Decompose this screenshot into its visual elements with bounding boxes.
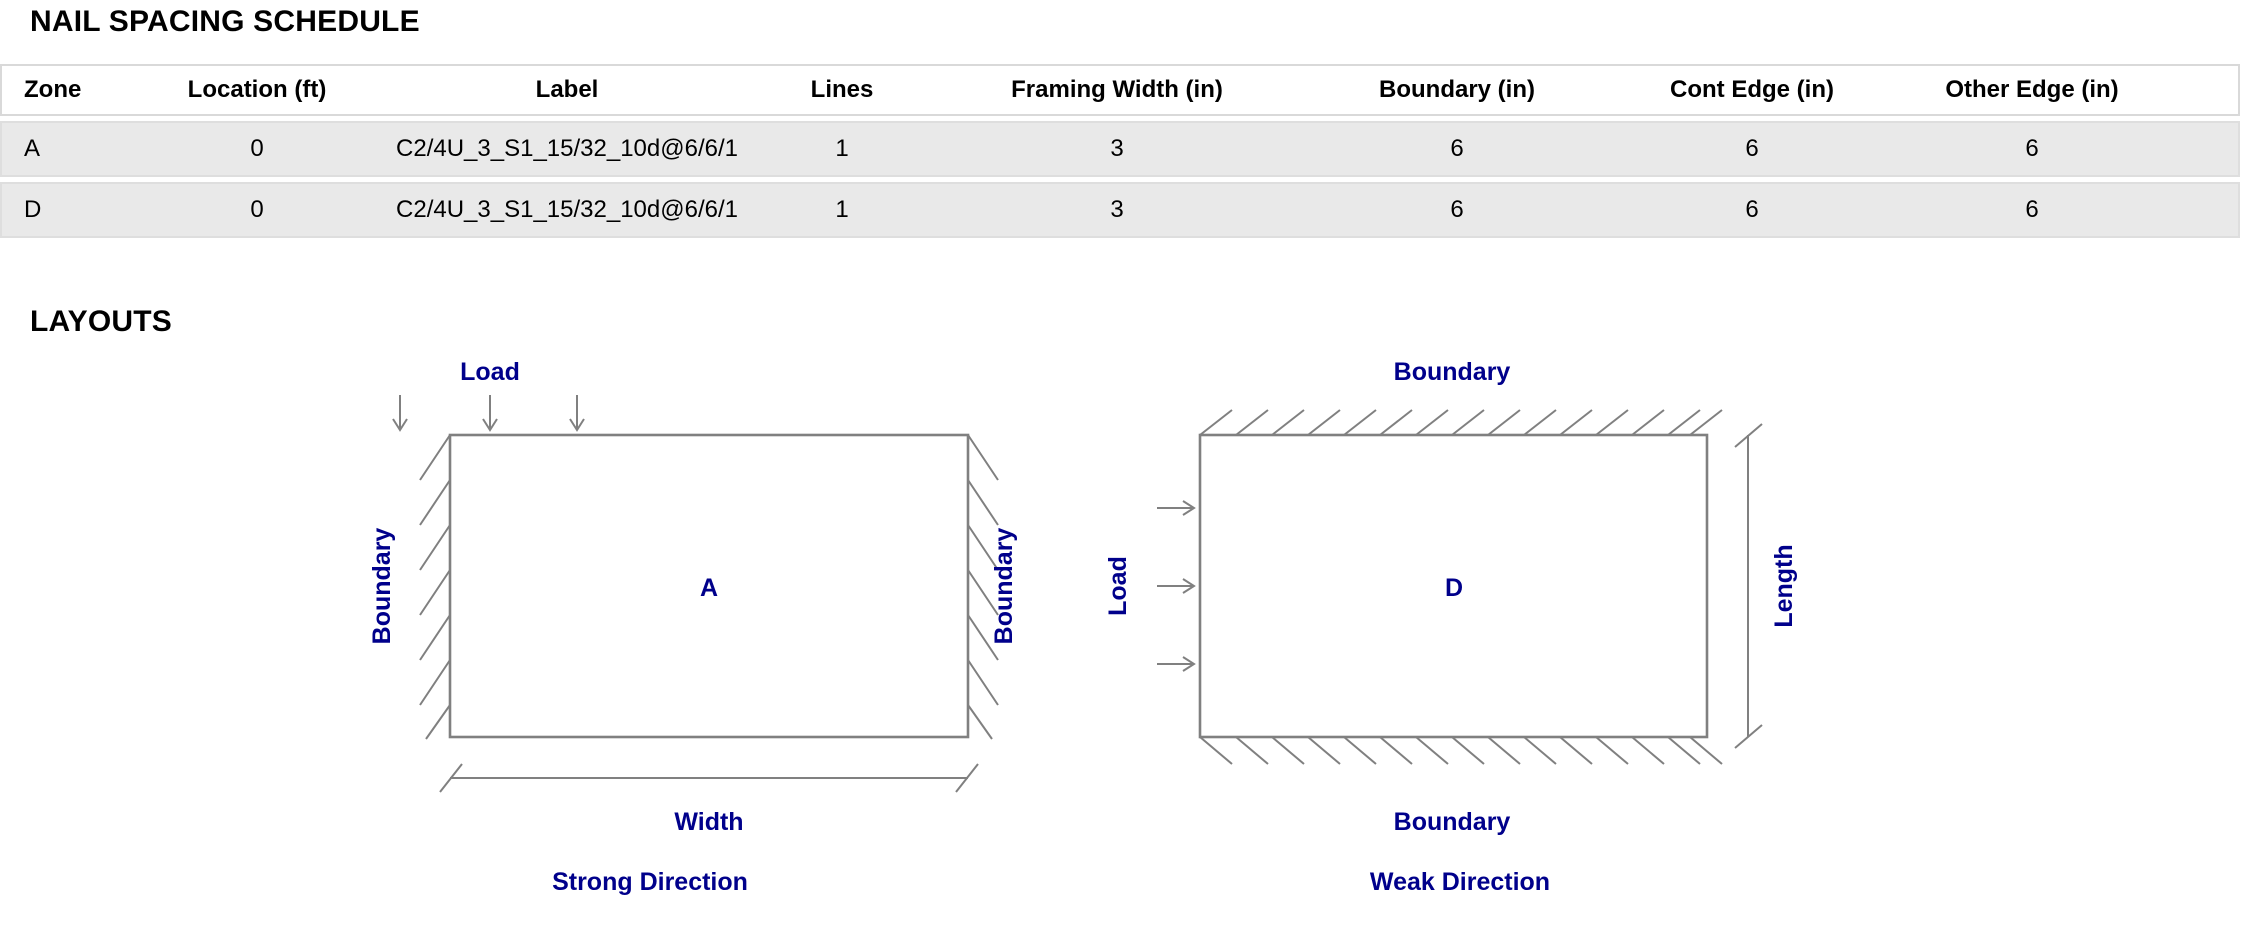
cell-other-edge: 6	[2025, 135, 2039, 162]
cell-boundary: 6	[1450, 135, 1464, 162]
cell-lines: 1	[835, 196, 849, 223]
column-header-location: Location (ft)	[187, 76, 327, 103]
cell-framing-width: 3	[1110, 196, 1124, 223]
layout-diagram-strong: Load Bounda	[300, 340, 1018, 900]
boundary-label-left: Boundary	[368, 528, 396, 645]
cell-zone: A	[24, 135, 41, 162]
boundary-hatch-right	[967, 434, 999, 740]
boundary-label-bottom: Boundary	[1394, 808, 1511, 836]
column-header-framing-width: Framing Width (in)	[1011, 76, 1223, 103]
load-label: Load	[1104, 556, 1132, 616]
boundary-hatch-top	[1199, 409, 1723, 436]
cell-location: 0	[250, 196, 264, 223]
schedule-title: NAIL SPACING SCHEDULE	[30, 5, 420, 38]
layouts-title: LAYOUTS	[30, 305, 172, 338]
table-row[interactable]: A 0 C2/4U_3_S1_15/32_10d@6/6/1 1 3 6 6 6	[0, 121, 2240, 177]
column-header-other-edge: Other Edge (in)	[1945, 76, 2119, 103]
caption-weak-direction: Weak Direction	[1369, 868, 1551, 896]
width-dimension-line	[439, 763, 979, 793]
column-header-boundary: Boundary (in)	[1379, 76, 1535, 103]
column-header-zone: Zone	[24, 76, 82, 103]
caption-strong-direction: Strong Direction	[552, 868, 748, 896]
load-arrows	[1157, 500, 1196, 672]
zone-label: A	[700, 574, 718, 602]
panel-rectangle	[448, 433, 970, 739]
nail-spacing-table: Zone Location (ft) Label Lines Framing W…	[0, 64, 2240, 238]
cell-label: C2/4U_3_S1_15/32_10d@6/6/1	[396, 135, 738, 162]
table-header-row: Zone Location (ft) Label Lines Framing W…	[0, 64, 2240, 116]
length-label: Length	[1770, 544, 1798, 627]
column-header-label: Label	[535, 76, 599, 103]
boundary-label-right: Boundary	[990, 528, 1018, 645]
cell-boundary: 6	[1450, 196, 1464, 223]
cell-lines: 1	[835, 135, 849, 162]
cell-cont-edge: 6	[1745, 135, 1759, 162]
table-row[interactable]: D 0 C2/4U_3_S1_15/32_10d@6/6/1 1 3 6 6 6	[0, 182, 2240, 238]
load-label: Load	[460, 358, 520, 386]
cell-cont-edge: 6	[1745, 196, 1759, 223]
cell-other-edge: 6	[2025, 196, 2039, 223]
load-arrows	[392, 395, 585, 432]
boundary-label-top: Boundary	[1394, 358, 1511, 386]
cell-zone: D	[24, 196, 42, 223]
layout-diagram-weak: Boundary	[1080, 340, 1840, 900]
cell-label: C2/4U_3_S1_15/32_10d@6/6/1	[396, 196, 738, 223]
cell-location: 0	[250, 135, 264, 162]
boundary-hatch-bottom	[1199, 736, 1723, 765]
zone-label: D	[1445, 574, 1463, 602]
cell-framing-width: 3	[1110, 135, 1124, 162]
column-header-lines: Lines	[810, 76, 874, 103]
length-dimension-line	[1734, 423, 1763, 749]
width-label: Width	[674, 808, 743, 836]
column-header-cont-edge: Cont Edge (in)	[1670, 76, 1834, 103]
boundary-hatch-left	[419, 434, 451, 740]
